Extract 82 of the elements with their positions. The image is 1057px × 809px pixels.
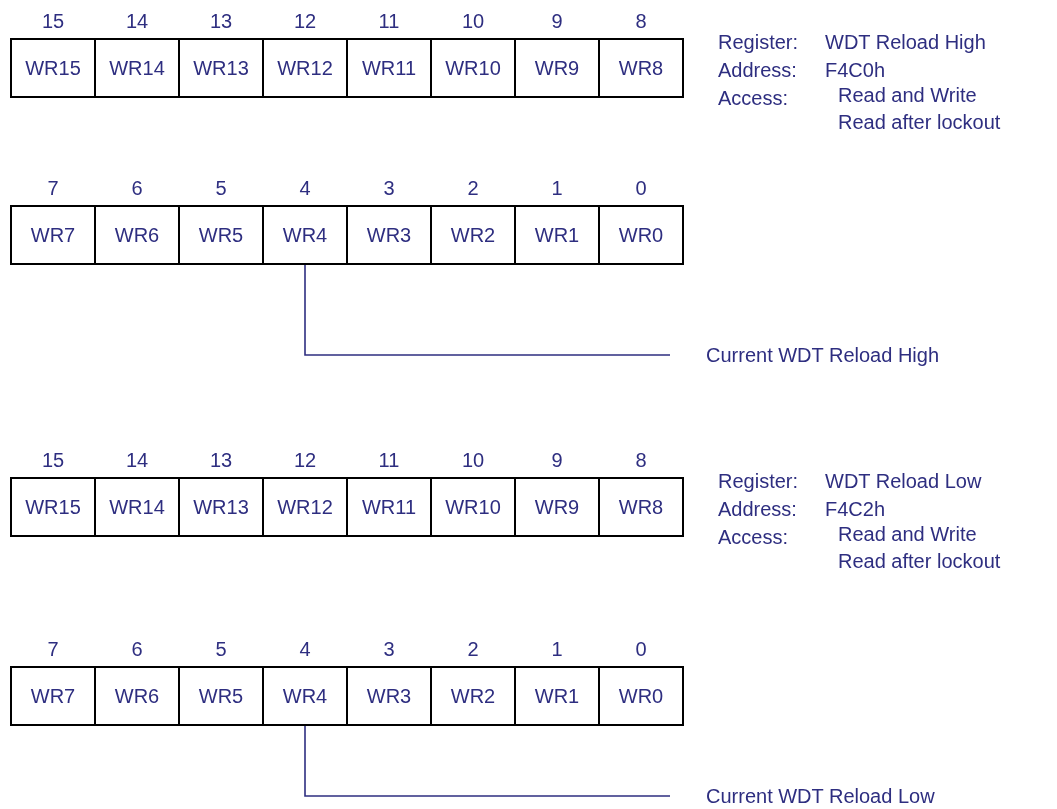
bit-cell: WR6	[94, 205, 180, 265]
bit-number: 1	[550, 176, 564, 201]
bit-number: 7	[46, 176, 60, 201]
bit-number: 3	[382, 176, 396, 201]
bit-cell: WR8	[598, 477, 684, 537]
bit-cell: WR10	[430, 38, 516, 98]
bit-number: 14	[124, 9, 150, 34]
bit-number: 6	[130, 176, 144, 201]
bit-number: 4	[298, 176, 312, 201]
field-value: WDT Reload Low	[825, 469, 982, 493]
field-value: WDT Reload High	[825, 30, 986, 54]
bit-cell: WR11	[346, 477, 432, 537]
bit-cell: WR15	[10, 38, 96, 98]
bit-number: 11	[377, 448, 401, 473]
bit-number: 14	[124, 448, 150, 473]
field-name: Register:	[718, 30, 799, 54]
bit-cell: WR7	[10, 666, 96, 726]
bit-number: 15	[40, 9, 66, 34]
bit-cell: WR9	[514, 477, 600, 537]
bit-number: 12	[292, 448, 318, 473]
bit-cell: WR14	[94, 477, 180, 537]
bit-number: 6	[130, 637, 144, 662]
bit-cell: WR2	[430, 666, 516, 726]
bit-number: 4	[298, 637, 312, 662]
field-value: Read and Write	[838, 83, 977, 107]
bit-number: 11	[377, 9, 401, 34]
bit-cell: WR12	[262, 477, 348, 537]
callout-text: Current WDT Reload High	[706, 343, 940, 367]
field-name: Address:	[718, 58, 797, 82]
bit-cell: WR7	[10, 205, 96, 265]
field-value: F4C2h	[825, 497, 886, 521]
bit-number: 10	[460, 448, 486, 473]
bit-number: 13	[208, 448, 234, 473]
bit-cell: WR11	[346, 38, 432, 98]
bit-number: 9	[550, 9, 564, 34]
bit-cell: WR3	[346, 205, 432, 265]
bit-number: 5	[214, 637, 228, 662]
bit-cell: WR1	[514, 666, 600, 726]
bit-cell: WR15	[10, 477, 96, 537]
bit-cell: WR0	[598, 205, 684, 265]
bit-cell: WR4	[262, 205, 348, 265]
bit-number: 7	[46, 637, 60, 662]
bit-number: 8	[634, 9, 648, 34]
leader-line	[304, 264, 671, 356]
bit-cell: WR9	[514, 38, 600, 98]
bit-number: 0	[634, 176, 648, 201]
bit-cell: WR0	[598, 666, 684, 726]
bit-number: 5	[214, 176, 228, 201]
bit-number: 1	[550, 637, 564, 662]
field-name: Access:	[718, 86, 789, 110]
leader-line	[304, 725, 671, 797]
bit-cell: WR13	[178, 477, 264, 537]
field-name: Register:	[718, 469, 799, 493]
bit-number: 0	[634, 637, 648, 662]
bit-cell: WR6	[94, 666, 180, 726]
bit-cell: WR10	[430, 477, 516, 537]
bit-number: 12	[292, 9, 318, 34]
bit-cell: WR5	[178, 205, 264, 265]
bit-cell: WR1	[514, 205, 600, 265]
bit-cell: WR14	[94, 38, 180, 98]
bit-number: 10	[460, 9, 486, 34]
bit-number: 8	[634, 448, 648, 473]
field-value: Read after lockout	[838, 549, 1001, 573]
field-value: F4C0h	[825, 58, 886, 82]
field-name: Address:	[718, 497, 797, 521]
bit-cell: WR8	[598, 38, 684, 98]
bit-cell: WR13	[178, 38, 264, 98]
field-value: Read and Write	[838, 522, 977, 546]
bit-number: 2	[466, 176, 480, 201]
bit-cell: WR2	[430, 205, 516, 265]
field-value: Read after lockout	[838, 110, 1001, 134]
callout-text: Current WDT Reload Low	[706, 784, 935, 808]
bit-number: 2	[466, 637, 480, 662]
bit-cell: WR4	[262, 666, 348, 726]
field-name: Access:	[718, 525, 789, 549]
bit-number: 15	[40, 448, 66, 473]
bit-cell: WR12	[262, 38, 348, 98]
bit-cell: WR5	[178, 666, 264, 726]
bit-number: 9	[550, 448, 564, 473]
bit-number: 3	[382, 637, 396, 662]
bit-number: 13	[208, 9, 234, 34]
bit-cell: WR3	[346, 666, 432, 726]
